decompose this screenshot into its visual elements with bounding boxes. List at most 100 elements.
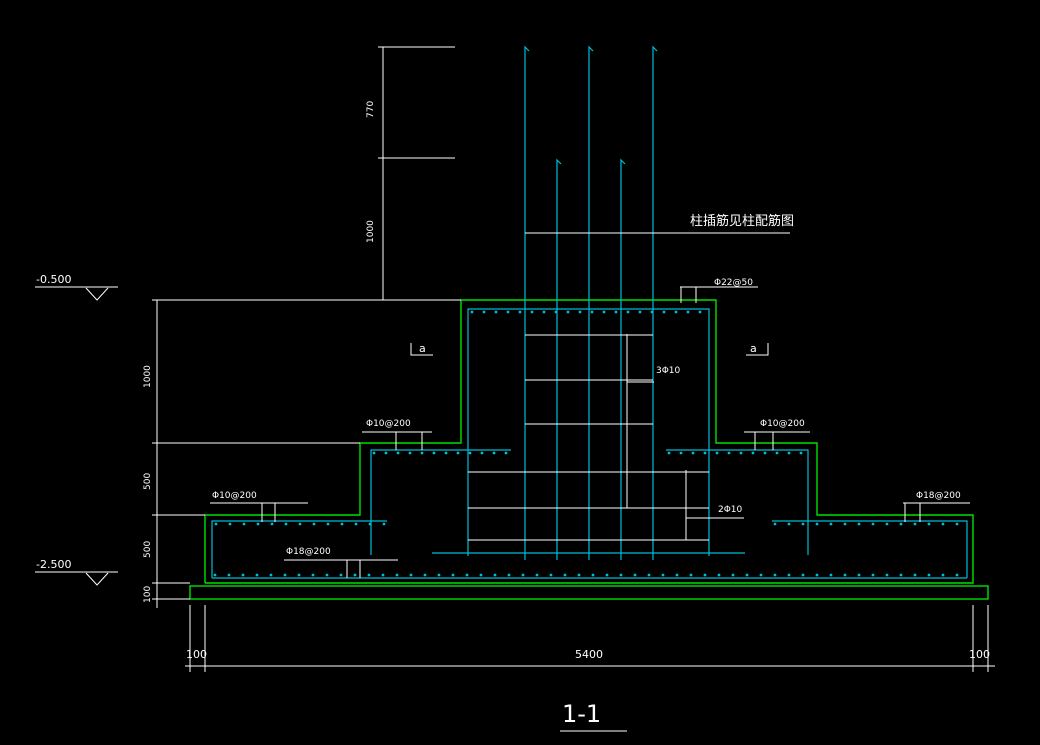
rebar-dot: [633, 573, 637, 577]
rebar-dot: [420, 451, 424, 455]
rebar-dot: [214, 522, 218, 526]
rebar-dot: [227, 573, 231, 577]
dim-500-a: 500: [143, 473, 153, 490]
rebar-dot: [773, 522, 777, 526]
rebar-dot: [396, 451, 400, 455]
rebar-dot: [297, 573, 301, 577]
rebar-dot: [563, 573, 567, 577]
rebar-dot: [339, 573, 343, 577]
section-mark-left: a: [419, 342, 426, 355]
rebar-dot: [384, 451, 388, 455]
rebar-dot: [367, 573, 371, 577]
rebar-dot: [759, 573, 763, 577]
rebar-label-stirrup-upper: 3Φ10: [656, 366, 681, 376]
rebar-dot: [518, 310, 522, 314]
rebar-dot: [751, 451, 755, 455]
cushion-layer: [189, 585, 989, 600]
rebar-dot: [408, 451, 412, 455]
rebar-label-bottom-mesh: Φ18@200: [286, 547, 331, 557]
labels: 1-1 柱插筋见柱配筋图 -0.500 -2.500 770 1000 1000…: [36, 101, 990, 728]
rebar-dot: [381, 573, 385, 577]
rebar-dot: [815, 573, 819, 577]
rebar-dot: [578, 310, 582, 314]
rebar-dot: [857, 573, 861, 577]
rebar-dot: [955, 573, 959, 577]
rebar-dot: [507, 573, 511, 577]
rebar-dot: [801, 522, 805, 526]
rebar-dot: [703, 451, 707, 455]
rebar-dot: [801, 573, 805, 577]
dowel-note: 柱插筋见柱配筋图: [690, 213, 794, 229]
rebar-dot: [927, 573, 931, 577]
rebar-dot: [605, 573, 609, 577]
rebar-dot: [787, 522, 791, 526]
rebar-dot: [255, 573, 259, 577]
rebar-dot: [470, 310, 474, 314]
rebar-dot: [885, 522, 889, 526]
rebar-dot: [941, 573, 945, 577]
rebar-dot: [857, 522, 861, 526]
rebar-label-step-right: Φ10@200: [760, 419, 805, 429]
rebar-dot: [731, 573, 735, 577]
rebar-dot: [590, 310, 594, 314]
rebar-dot: [311, 573, 315, 577]
rebar-dot: [829, 522, 833, 526]
rebar-dot: [661, 573, 665, 577]
rebar-dot: [283, 573, 287, 577]
rebar-dot: [679, 451, 683, 455]
rebar-dot: [614, 310, 618, 314]
rebar-dot: [691, 451, 695, 455]
rebar-dot: [799, 451, 803, 455]
rebar-dot: [437, 573, 441, 577]
rebar-dot: [675, 573, 679, 577]
rebar-dot: [703, 573, 707, 577]
rebar-dot: [506, 310, 510, 314]
dim-1000-upper: 1000: [366, 220, 376, 243]
rebar-dot: [773, 573, 777, 577]
rebar-dot: [787, 573, 791, 577]
rebar-label-step-left: Φ10@200: [366, 419, 411, 429]
rebar-dot: [941, 522, 945, 526]
dim-500-b: 500: [143, 541, 153, 558]
rebar-dot: [372, 451, 376, 455]
rebar-cage: [211, 45, 968, 579]
rebar-dot: [591, 573, 595, 577]
rebar-dot: [913, 522, 917, 526]
rebar-label-top-mesh: Φ22@50: [714, 278, 753, 288]
rebar-label-base-left: Φ10@200: [212, 491, 257, 501]
rebar-dot: [927, 522, 931, 526]
rebar-dot: [312, 522, 316, 526]
rebar-dot: [241, 573, 245, 577]
rebar-dot: [340, 522, 344, 526]
rebar-dot: [775, 451, 779, 455]
rebar-dot: [482, 310, 486, 314]
rebar-dot: [542, 310, 546, 314]
rebar-dot: [698, 310, 702, 314]
rebar-dot: [717, 573, 721, 577]
rebar-dot: [787, 451, 791, 455]
dim-5400: 5400: [575, 648, 603, 661]
rebar-dot: [577, 573, 581, 577]
dim-1000-left: 1000: [143, 365, 153, 388]
rebar-dot: [885, 573, 889, 577]
rebar-dot: [647, 573, 651, 577]
dimension-lines: [35, 46, 995, 732]
rebar-dot: [326, 522, 330, 526]
rebar-dot: [353, 573, 357, 577]
rebar-label-stirrup-lower: 2Φ10: [718, 505, 743, 515]
rebar-dot: [494, 310, 498, 314]
rebar-dot: [662, 310, 666, 314]
rebar-dot: [535, 573, 539, 577]
rebar-dot: [763, 451, 767, 455]
rebar-dot: [492, 451, 496, 455]
elevation-bottom: -2.500: [36, 558, 71, 571]
rebar-dot: [727, 451, 731, 455]
rebar-dot: [739, 451, 743, 455]
rebar-dot: [829, 573, 833, 577]
rebar-dot: [468, 451, 472, 455]
rebar-dot: [409, 573, 413, 577]
rebar-dot: [549, 573, 553, 577]
rebar-dot: [899, 522, 903, 526]
foundation-outline: [189, 299, 989, 600]
